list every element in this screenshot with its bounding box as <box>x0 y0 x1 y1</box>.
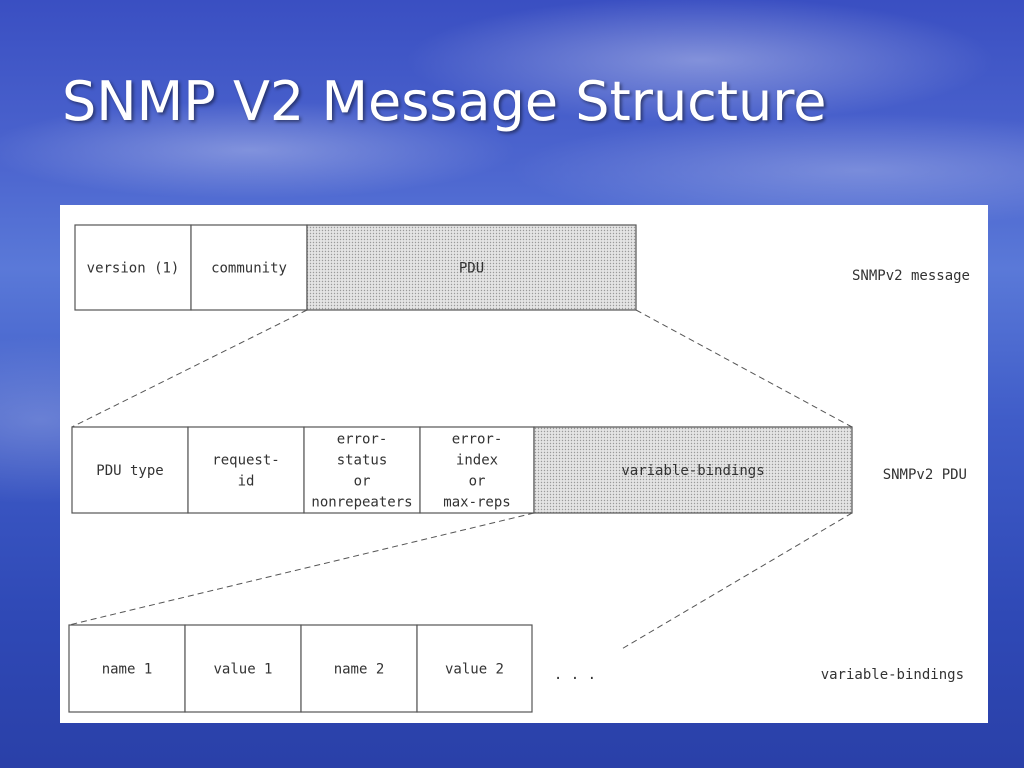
field-label: request- <box>212 453 279 469</box>
field-cell: version (1) <box>74 224 192 311</box>
field-box <box>300 624 418 713</box>
field-label: index <box>456 453 498 469</box>
field-cell: value 2 <box>416 624 533 713</box>
field-cell: error-status or nonrepeaters <box>303 426 421 514</box>
field-label: value 1 <box>213 662 272 678</box>
row-label: SNMPv2 PDU <box>883 467 967 483</box>
field-label: nonrepeaters <box>311 495 412 511</box>
ellipsis: . . . <box>554 667 596 683</box>
field-label: max-reps <box>443 495 510 511</box>
field-box <box>419 426 535 514</box>
field-label: error- <box>452 432 503 448</box>
expansion-connector <box>68 512 535 626</box>
slide-title: SNMP V2 Message Structure <box>62 70 827 133</box>
message-row: version (1) community PDU SNMPv2 message <box>74 224 970 311</box>
field-cell: name 2 <box>300 624 418 713</box>
field-label: id <box>238 474 255 490</box>
field-label: value 2 <box>445 662 504 678</box>
shaded-field-box <box>306 224 637 311</box>
field-label: variable-bindings <box>621 463 764 479</box>
field-label: community <box>211 261 287 277</box>
field-box <box>190 224 308 311</box>
field-cell: name 1 <box>68 624 186 713</box>
field-label: version (1) <box>87 261 180 277</box>
expansion-connector <box>635 309 853 428</box>
field-cell: variable-bindings <box>533 426 853 514</box>
field-label: PDU <box>459 261 484 277</box>
expansion-connector <box>619 512 853 651</box>
field-cell: request-id <box>187 426 305 514</box>
field-label: name 1 <box>102 662 153 678</box>
field-box <box>68 624 186 713</box>
field-box <box>187 426 305 514</box>
field-box <box>303 426 421 514</box>
field-cell: PDU type <box>71 426 189 514</box>
field-label: error- <box>337 432 388 448</box>
expansion-connector <box>71 309 308 428</box>
field-cell: PDU <box>306 224 637 311</box>
field-label: PDU type <box>96 463 163 479</box>
field-box <box>416 624 533 713</box>
pdu-row: PDU type request-id error-status or nonrepea… <box>71 426 967 514</box>
shaded-field-box <box>533 426 853 514</box>
field-cell: value 1 <box>184 624 302 713</box>
bindings-row: name 1 value 1 name 2 value 2 variable-bindi… <box>68 624 964 713</box>
field-label: name 2 <box>334 662 385 678</box>
diagram-canvas: version (1) community PDU SNMPv2 messagePDU… <box>68 224 970 713</box>
row-label: SNMPv2 message <box>852 268 970 284</box>
field-cell: community <box>190 224 308 311</box>
field-box <box>74 224 192 311</box>
field-label: status <box>337 453 388 469</box>
field-box <box>184 624 302 713</box>
field-box <box>71 426 189 514</box>
field-label: or <box>354 474 371 490</box>
field-label: or <box>469 474 486 490</box>
field-cell: error-index or max-reps <box>419 426 535 514</box>
row-label: variable-bindings <box>821 667 964 683</box>
